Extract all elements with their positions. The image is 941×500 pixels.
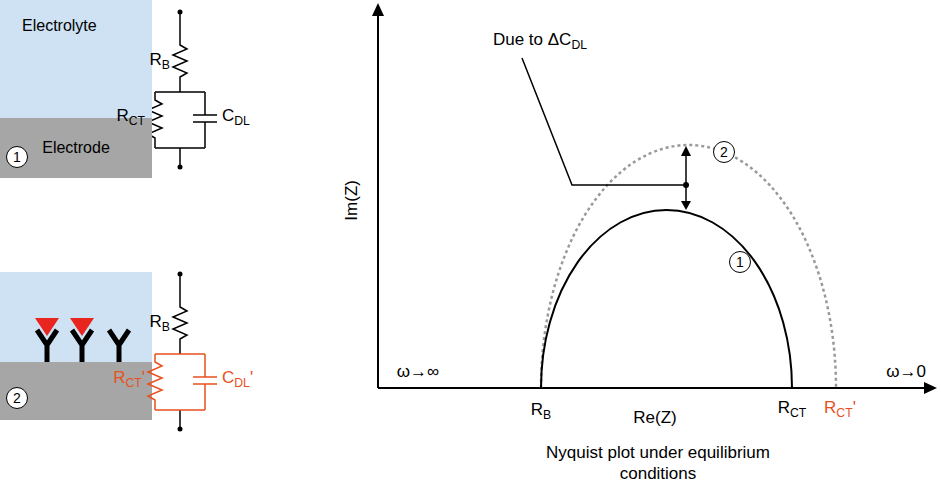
axis-arrow xyxy=(372,3,384,16)
node-text: 2 xyxy=(720,145,728,159)
resistor-label: RCT xyxy=(116,107,145,128)
electrolyte-band xyxy=(0,272,152,362)
frequency-label: ω→0 xyxy=(886,363,926,382)
terminal-dot xyxy=(178,427,183,432)
circuit-1 xyxy=(148,12,217,167)
resistor-label: RCT' xyxy=(113,369,145,390)
axis-value: RB xyxy=(531,401,551,422)
antigen-triangles xyxy=(35,318,94,336)
node-text: 1 xyxy=(13,150,21,164)
callout-number: 1 xyxy=(6,146,28,168)
leader-dot xyxy=(683,182,689,188)
delta-arrow xyxy=(685,154,687,203)
node-text: 1 xyxy=(736,255,744,269)
terminal-dot xyxy=(178,272,183,277)
circuit-2 xyxy=(173,274,187,429)
callout-number: 2 xyxy=(6,387,28,409)
nyquist-curve-2 xyxy=(541,145,836,388)
leader-line xyxy=(522,58,683,185)
arrow-head xyxy=(681,201,691,210)
nyquist-curve-1 xyxy=(541,210,792,388)
circuit-2-changed-part xyxy=(148,354,217,410)
resistor-label: RB xyxy=(150,51,170,72)
arrow-head xyxy=(681,146,691,156)
axis-label: Re(Z) xyxy=(633,409,676,428)
terminal-dot xyxy=(178,165,183,170)
electrode-band xyxy=(0,362,152,420)
terminal-dot xyxy=(178,10,183,15)
axis-value: RCT' xyxy=(824,399,856,420)
caption: Nyquist plot under equilibrium condition… xyxy=(508,442,808,485)
electrolyte-band: Electrolyte xyxy=(0,0,152,118)
capacitor-label: CDL' xyxy=(222,369,253,390)
frequency-label: ω→∞ xyxy=(397,363,439,382)
plot-axes xyxy=(378,14,926,388)
callout-number: 2 xyxy=(713,141,735,163)
axis-value: RCT xyxy=(778,399,807,420)
capacitor-label: CDL xyxy=(222,107,250,128)
node-text: Electrolyte xyxy=(22,18,97,34)
callout-number: 1 xyxy=(729,251,751,273)
axis-arrow xyxy=(924,382,937,394)
annotation: Due to ΔCDL xyxy=(493,31,587,52)
axis-label: Im(Z) xyxy=(343,180,362,221)
resistor-label: RB xyxy=(150,313,170,334)
node-text: Electrode xyxy=(42,140,110,156)
node-text: 2 xyxy=(13,391,21,405)
